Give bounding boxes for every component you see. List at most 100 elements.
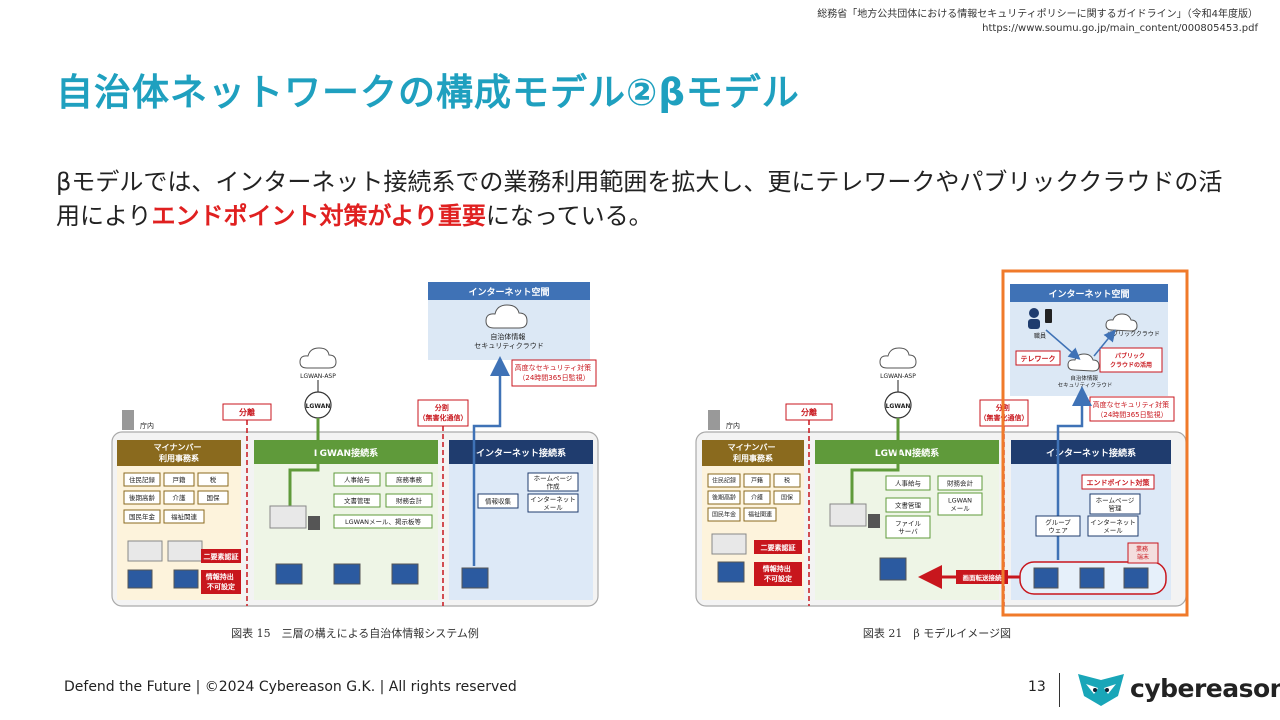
fig2-telework-label: テレワーク xyxy=(1021,354,1056,363)
fig2-zone-mynumber-label: マイナンバー 利用事務系 xyxy=(728,443,779,463)
fig1-mynumber-item: 国保 xyxy=(207,493,221,502)
fig2-mynumber-item: 戸籍 xyxy=(751,477,763,485)
fig2-lgwan-item-box xyxy=(937,475,983,491)
fig2-mynumber-item-box xyxy=(743,473,771,488)
fig2-public-cloud-label: パブリッククラウド xyxy=(1106,330,1160,338)
fig1-lgwan-asp-label: LGWAN-ASP xyxy=(300,373,336,380)
fig1-lgwan-item-box xyxy=(333,514,433,529)
fig1-mynumber-item: 住民記録 xyxy=(129,475,156,484)
fig2-auth-tag xyxy=(754,540,802,554)
fig1-building-icon xyxy=(122,410,134,430)
fig2-public-cloud-icon xyxy=(1105,313,1138,332)
fig1-internet-item-box xyxy=(527,472,579,492)
fig2-lgwan-item-box xyxy=(937,492,983,516)
fig2-internet-space-box xyxy=(1010,284,1168,396)
lead-text-after: になっている。 xyxy=(485,202,653,230)
fig2-internet-space-header xyxy=(1010,284,1168,302)
fig2-mynumber-servers xyxy=(711,533,747,583)
fig1-lgwan-items: 人事給与庶務事務文書管理財務会計LGWANメール、掲示板等 xyxy=(333,472,433,529)
fig2-terminals xyxy=(1033,567,1149,589)
fig2-security-cloud-icon xyxy=(1067,353,1100,372)
fig2-mynumber-item-box xyxy=(707,507,741,522)
footer-divider xyxy=(1059,673,1060,707)
fig2-lgwan-item: ファイルサーバ xyxy=(895,519,922,535)
fig2-security-note-text: 高度なセキュリティ対策 （24時間365日監視） xyxy=(1093,400,1172,419)
fig1-mynumber-item-box xyxy=(197,472,229,487)
fig2-zone-internet-label: インターネット接続系 xyxy=(1046,447,1136,459)
fig2-screen-transfer-label: 画面転送接続 xyxy=(963,573,1003,582)
fig1-lgwan-item-box xyxy=(385,493,433,508)
fig1-lgwan-label: LGWAN xyxy=(306,403,331,410)
fig2-mynumber-item: 介護 xyxy=(751,494,763,502)
fig1-mynumber-item-box xyxy=(123,509,161,524)
fig1-chounai-label: 庁内 xyxy=(140,421,154,430)
fig2-endpoint-tag xyxy=(1081,474,1155,490)
fig1-mynumber-item: 後期高齢 xyxy=(129,493,156,502)
fig2-mynumber-items: 住民記録戸籍税後期高齢介護国保国民年金福祉関連 xyxy=(707,473,801,522)
fig1-security-cloud-icon xyxy=(485,304,528,329)
fig2-endpoint-label: エンドポイント対策 xyxy=(1087,478,1151,487)
fig1-lgwan-item-box xyxy=(333,472,381,487)
fig2-security-cloud-label: 自治体情報 セキュリティクラウド xyxy=(1058,374,1113,389)
source-title: 総務省「地方公共団体における情報セキュリティポリシーに関するガイドライン」（令和… xyxy=(817,9,1258,20)
fig1-mynumber-servers xyxy=(127,540,203,589)
figure-21: インターネット空間 職員 パブリッククラウド テレワーク パブリック クラウドの… xyxy=(695,269,1189,640)
fig1-caption: 図表 15 三層の構えによる自治体情報システム例 xyxy=(231,626,479,640)
fig2-zone-lgwan-label: LGWAN接続系 xyxy=(875,447,939,459)
fig2-staff-body xyxy=(1028,319,1040,329)
fig2-internet-item-box xyxy=(1089,493,1141,515)
fig1-security-note-text: 高度なセキュリティ対策 （24時間365日監視） xyxy=(515,363,594,382)
fig2-internet-space-label: インターネット空間 xyxy=(1048,288,1129,300)
fig2-mynumber-item: 後期高齢 xyxy=(712,494,736,502)
fig1-internet-item: 情報収集 xyxy=(485,496,512,505)
fig1-zone-lgwan-label: LGWAN接続系 xyxy=(314,447,378,459)
fig2-mynumber-item: 国民年金 xyxy=(712,511,736,519)
fig1-lgwan-item: 人事給与 xyxy=(344,475,370,484)
fig2-internet-item-box xyxy=(1087,515,1139,537)
fig1-mynumber-item-box xyxy=(123,472,161,487)
fig1-mynumber-item-box xyxy=(123,490,161,505)
fig1-mynumber-item-box xyxy=(163,509,205,524)
fig2-internet-arrow xyxy=(1056,386,1092,560)
fig2-staff-arrow xyxy=(1045,329,1081,360)
fig1-zone-mynumber-label: マイナンバー 利用事務系 xyxy=(154,443,205,463)
fig2-staff-icon xyxy=(1029,308,1039,318)
fig2-mynumber-item-box xyxy=(707,490,741,505)
fig2-lgwan-asp-label: LGWAN-ASP xyxy=(880,373,916,380)
fig2-mynumber-item-box xyxy=(773,490,801,505)
fig2-caption: 図表 21 β モデルイメージ図 xyxy=(863,626,1011,640)
fig2-mynumber-item: 福祉関連 xyxy=(748,511,772,519)
fig2-mynumber-item-box xyxy=(743,490,771,505)
fig1-mynumber-item: 戸籍 xyxy=(173,475,187,484)
fig2-internet-item: グループウェア xyxy=(1045,517,1071,534)
fig2-security-note xyxy=(1089,396,1175,422)
fig1-auth-tag xyxy=(201,549,241,563)
fig1-mynumber-item-box xyxy=(163,490,195,505)
source-url: https://www.soumu.go.jp/main_content/000… xyxy=(982,23,1258,34)
fig1-lgwan-item: 財務会計 xyxy=(396,496,423,505)
fig2-chounai-label: 庁内 xyxy=(726,421,740,430)
fig2-lgwan-line xyxy=(850,440,900,506)
figure-15: インターネット空間 自治体情報 セキュリティクラウド 高度なセキュリティ対策 （… xyxy=(111,282,599,640)
fig1-lgwan-item-box xyxy=(333,493,381,508)
fig2-mynumber-item-box xyxy=(743,507,777,522)
page-title: 自治体ネットワークの構成モデル②βモデル xyxy=(56,71,800,114)
fig1-split-label: 分割 （無害化通信） xyxy=(419,403,468,422)
fig2-internet-item: ホームページ管理 xyxy=(1096,496,1135,512)
fig2-phone-icon xyxy=(1045,309,1052,323)
fig1-export-label: 情報持出 不可設定 xyxy=(206,572,236,591)
fig1-internet-item: インターネットメール xyxy=(530,494,576,511)
fig1-split-tag xyxy=(417,399,469,427)
fig1-lgwan-asp-cloud-icon xyxy=(299,347,337,369)
fig1-lgwan-item: LGWANメール、掲示板等 xyxy=(345,517,422,526)
fig2-lgwan-item-box xyxy=(885,497,931,513)
fig2-export-tag xyxy=(754,562,802,586)
fig2-zone-lgwan-header xyxy=(815,440,999,464)
fig2-lgwan-item-box xyxy=(885,475,931,491)
fig1-mynumber-item-box xyxy=(163,472,195,487)
fig2-separation-label: 分離 xyxy=(801,407,817,417)
fig1-auth-label: 二要素認証 xyxy=(204,552,239,561)
